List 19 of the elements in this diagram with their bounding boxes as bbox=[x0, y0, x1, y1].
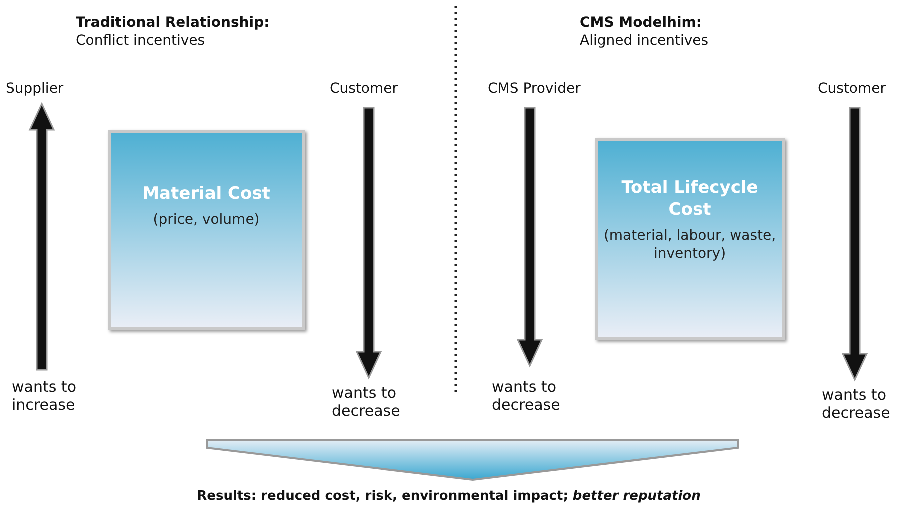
party-label: Supplier bbox=[6, 80, 64, 98]
cost-box bbox=[595, 138, 785, 340]
box-title: Total Lifecycle Cost bbox=[620, 177, 760, 221]
cost-box bbox=[108, 130, 305, 330]
direction-label: wants to increase bbox=[12, 378, 78, 414]
heading-text: CMS Modelhim: bbox=[580, 14, 702, 32]
box-text: (price, volume) bbox=[153, 211, 260, 229]
heading-text: Aligned incentives bbox=[580, 32, 709, 50]
party-label: Customer bbox=[818, 80, 886, 98]
direction-label: wants to decrease bbox=[332, 384, 402, 420]
direction-label: wants to decrease bbox=[492, 378, 562, 414]
party-label: Customer bbox=[330, 80, 398, 98]
box-text: (material, labour, waste, inventory) bbox=[602, 227, 778, 263]
direction-label: wants to decrease bbox=[822, 386, 892, 422]
results-text: Results: reduced cost, risk, environmental impact; better reputation bbox=[196, 488, 702, 506]
heading-text: Traditional Relationship: bbox=[76, 14, 270, 32]
party-label: CMS Provider bbox=[488, 80, 581, 98]
heading-text: Conflict incentives bbox=[76, 32, 206, 50]
box-title: Material Cost bbox=[142, 183, 270, 205]
